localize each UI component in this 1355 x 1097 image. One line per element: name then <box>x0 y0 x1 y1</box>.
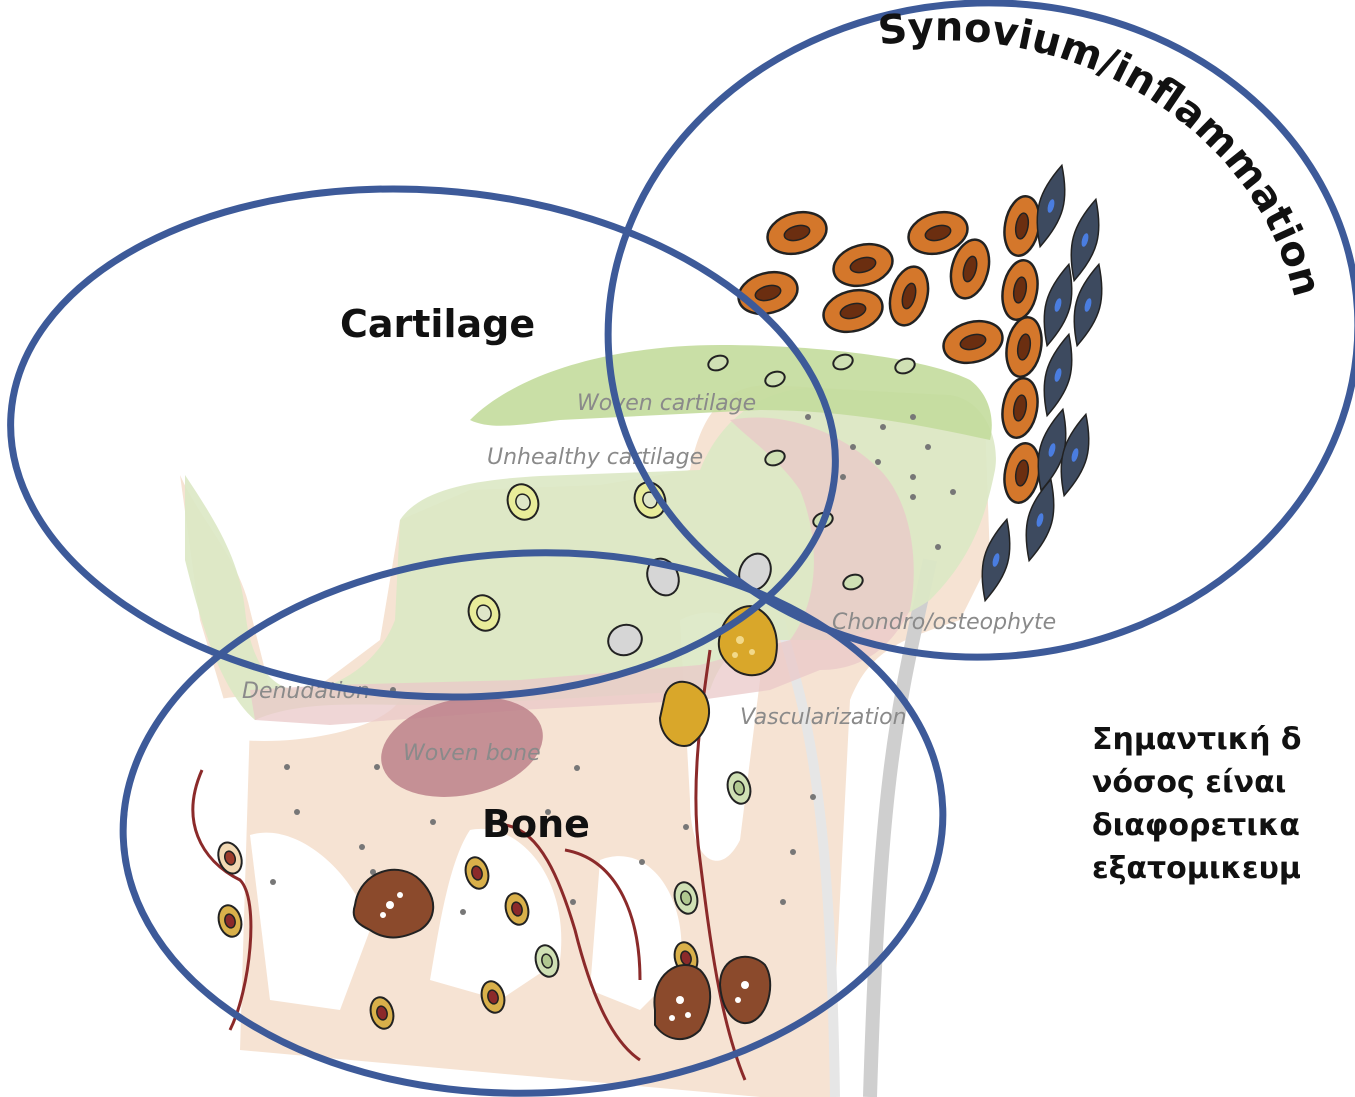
synovium-inflammation-label-path: Synovium/inflammation <box>876 4 1330 301</box>
woven-bone-label: Woven bone <box>403 741 541 766</box>
caption-line-3: διαφορετικα <box>1092 804 1302 847</box>
vascularization-label: Vascularization <box>740 705 907 730</box>
caption-line-4: εξατομικευμ <box>1092 847 1302 890</box>
cartilage-label: Cartilage <box>340 302 535 346</box>
caption-line-1: Σημαντική δ <box>1092 718 1302 761</box>
synovium-inflammation-label: Synovium/inflammation <box>876 4 1330 301</box>
chondro-osteophyte-label: Chondro/osteophyte <box>832 610 1056 635</box>
caption-line-2: νόσος είναι <box>1092 761 1302 804</box>
bone-label: Bone <box>482 802 590 846</box>
caption-text: Σημαντική δ νόσος είναι διαφορετικα εξατ… <box>1092 718 1302 890</box>
synovial-fibroblasts <box>974 162 1111 603</box>
woven-cartilage-label: Woven cartilage <box>577 391 756 416</box>
unhealthy-cartilage-label: Unhealthy cartilage <box>487 445 703 470</box>
